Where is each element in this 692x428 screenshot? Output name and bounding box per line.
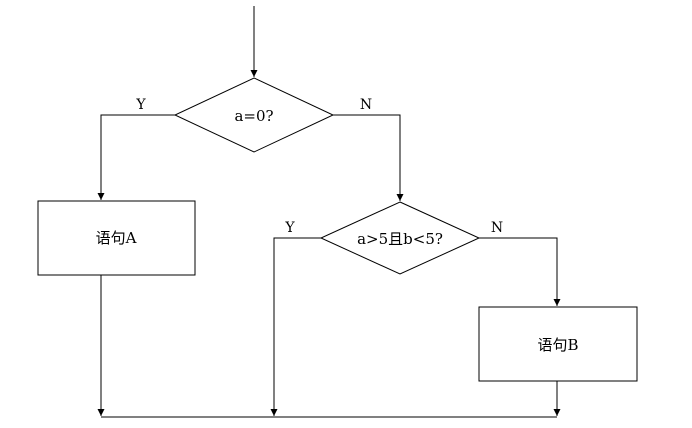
- decision2-no-connector: [479, 237, 561, 306]
- decision-compound-label: a>5且b<5?: [357, 230, 443, 248]
- decision2-no-label: N: [491, 220, 503, 236]
- decision1-no-connector: [333, 114, 404, 201]
- decision1-yes-label: Y: [135, 97, 146, 113]
- statement-a-box: [37, 200, 196, 276]
- decision1-yes-connector: [97, 114, 175, 200]
- decision2-yes-label: Y: [284, 220, 295, 236]
- decision-compound: [319, 201, 481, 275]
- decision1-no-label: N: [360, 97, 372, 113]
- statement-b-label: 语句B: [537, 336, 578, 354]
- decision2-yes-connector: [270, 237, 321, 416]
- decision-a-equals-zero: [173, 77, 335, 153]
- statement-a-label: 语句A: [96, 229, 137, 247]
- statement-b-box: [478, 306, 638, 382]
- decision-a-equals-zero-label: a=0?: [234, 107, 273, 125]
